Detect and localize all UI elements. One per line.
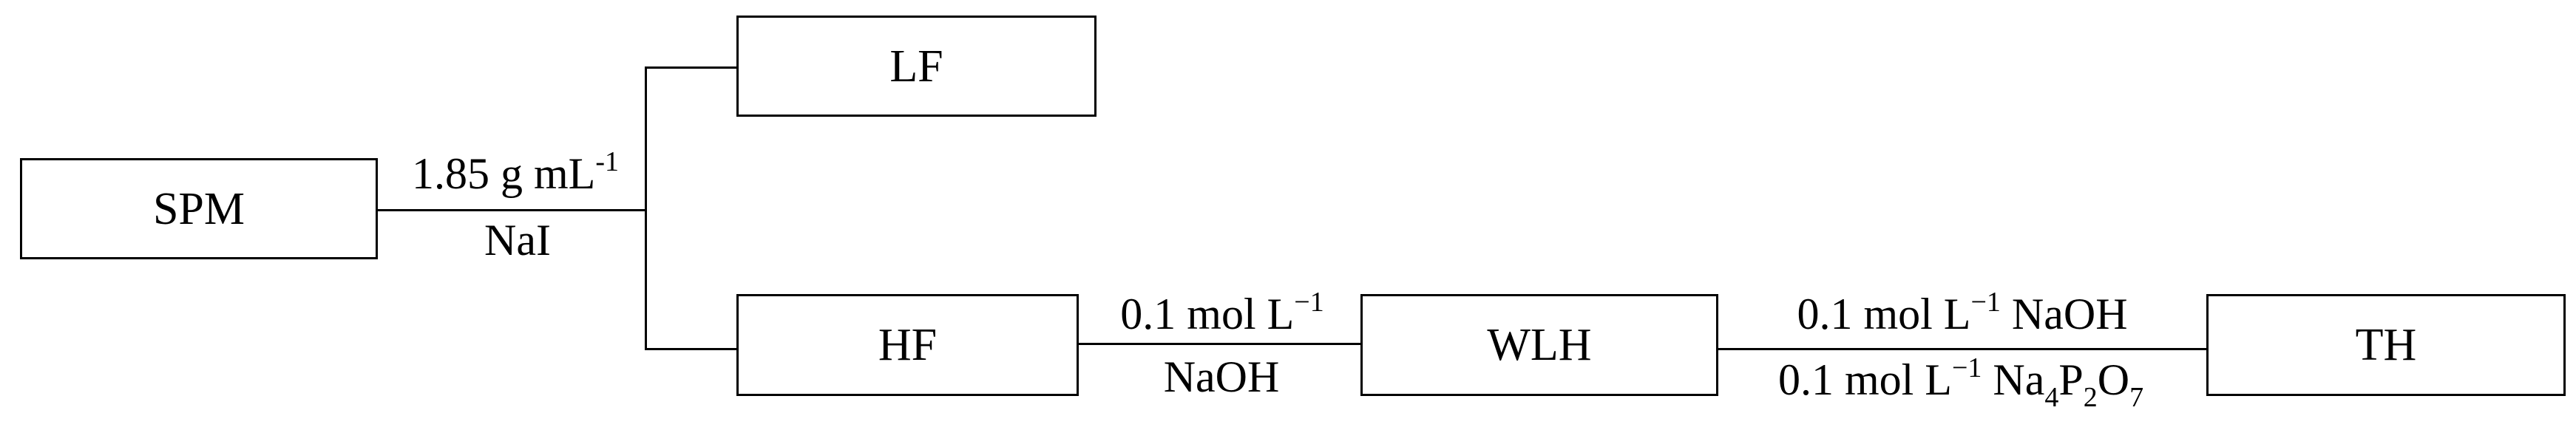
density-label: 1.85 g mL-1: [412, 148, 619, 198]
connector-branch-vertical: [645, 66, 647, 349]
hf-box: HF: [736, 294, 1079, 396]
density-exponent: -1: [595, 146, 619, 177]
connector-branch-to-hf: [645, 348, 736, 350]
mixed-top-concentration: 0.1 mol L: [1797, 290, 1971, 338]
connector-spm-to-branch: [378, 209, 646, 211]
density-reagent: NaI: [484, 216, 551, 265]
mixed-bottom-sub-p: 2: [2083, 382, 2098, 413]
density-reagent-label: NaI: [484, 218, 551, 262]
mixed-bottom-sub-na: 4: [2044, 382, 2059, 413]
spm-box: SPM: [20, 158, 378, 259]
mixed-top-reagent: NaOH: [2000, 290, 2128, 338]
mixed-bottom-sub-o: 7: [2129, 382, 2144, 413]
mixed-bottom-exponent: −1: [1951, 352, 1982, 383]
naoh-concentration: 0.1 mol L: [1120, 290, 1295, 338]
mixed-bottom-label: 0.1 mol L−1 Na4P2O7: [1777, 354, 2143, 412]
naoh-reagent: NaOH: [1163, 352, 1280, 401]
mixed-top-exponent: −1: [1970, 287, 2001, 318]
naoh-reagent-label: NaOH: [1164, 355, 1280, 399]
naoh-concentration-label: 0.1 mol L−1: [1120, 288, 1323, 338]
th-box: TH: [2206, 294, 2566, 396]
naoh-exponent: −1: [1294, 287, 1324, 318]
mixed-bottom-reagent-o: O: [2097, 355, 2130, 404]
density-value: 1.85 g mL: [412, 149, 596, 198]
th-label: TH: [2355, 320, 2417, 370]
lf-box: LF: [736, 16, 1097, 117]
wlh-box: WLH: [1360, 294, 1718, 396]
connector-branch-to-lf: [645, 66, 736, 69]
wlh-label: WLH: [1487, 320, 1592, 370]
mixed-bottom-reagent-p: P: [2058, 355, 2084, 404]
connector-hf-to-wlh: [1079, 343, 1360, 345]
lf-label: LF: [889, 41, 943, 92]
connector-wlh-to-th: [1718, 348, 2206, 350]
mixed-bottom-concentration: 0.1 mol L: [1777, 355, 1952, 404]
mixed-top-label: 0.1 mol L−1 NaOH: [1797, 288, 2128, 338]
hf-label: HF: [878, 320, 938, 370]
mixed-bottom-reagent-na: Na: [1982, 355, 2045, 404]
spm-label: SPM: [152, 183, 245, 234]
